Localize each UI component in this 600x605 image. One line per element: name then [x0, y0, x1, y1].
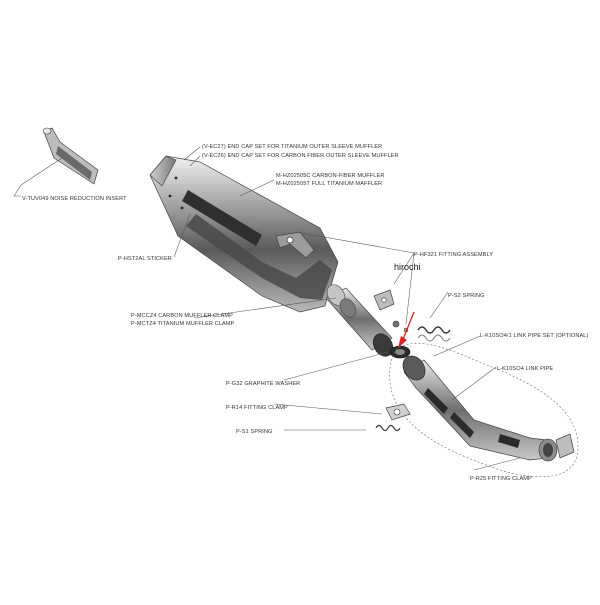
label-clamp-titanium: P-MCTZ4 TITANIUM MUFFLER CLAMP: [131, 321, 235, 327]
label-link-pipe-set: L-K10SO4/1 LINK PIPE SET (OPTIONAL): [480, 333, 589, 339]
leader-lines: [173, 146, 521, 471]
label-fitting-assembly: P-HF321 FITTING ASSEMBLY: [414, 252, 493, 258]
noise-reduction-insert: [42, 127, 99, 185]
label-graphite-washer: P-G32 GRAPHITE WASHER: [226, 381, 300, 387]
spring-s1: [375, 424, 401, 432]
label-clamp-carbon: P-MCCZ4 CARBON MUFFLER CLAMP: [131, 313, 233, 319]
label-muffler-carbon: M-HZ02505C CARBON-FIBER MUFFLER: [276, 173, 384, 179]
label-sticker: P-HST2AL STICKER: [118, 256, 172, 262]
leader-noise-insert-2: [20, 157, 63, 186]
label-spring-s2: P-S2 SPRING: [448, 293, 485, 299]
label-noise-insert: V-TUV049 NOISE REDUCTION INSERT: [22, 196, 127, 202]
link-pipe: [402, 355, 575, 462]
label-fitting-clamp-r25: P-R25 FITTING CLAMP: [470, 476, 532, 482]
watermark-text: hirochi: [394, 262, 421, 272]
red-arrow-indicator: [398, 311, 415, 348]
muffler-body: [149, 155, 339, 313]
spring-s2: [417, 326, 451, 342]
label-end-cap-carbon: (V-EC26) END CAP SET FOR CARBON FIBER OU…: [202, 153, 399, 159]
fitting-clamp-r14: [385, 403, 411, 421]
label-end-cap-titanium: (V-EC27) END CAP SET FOR TITANIUM OUTER …: [202, 144, 382, 150]
label-link-pipe: L-K10SO4 LINK PIPE: [497, 366, 553, 372]
leader-noise-insert: [13, 184, 22, 197]
label-muffler-titanium: M-HZ02505T FULL TITANIUM MAFFLER: [276, 181, 382, 187]
label-spring-s1: P-S1 SPRING: [236, 429, 273, 435]
mid-pipe: [325, 284, 394, 357]
fitting-assembly-parts: [373, 289, 409, 333]
label-fitting-clamp-r14: P-R14 FITTING CLAMP: [226, 405, 288, 411]
muffler-clamp: [275, 231, 315, 259]
